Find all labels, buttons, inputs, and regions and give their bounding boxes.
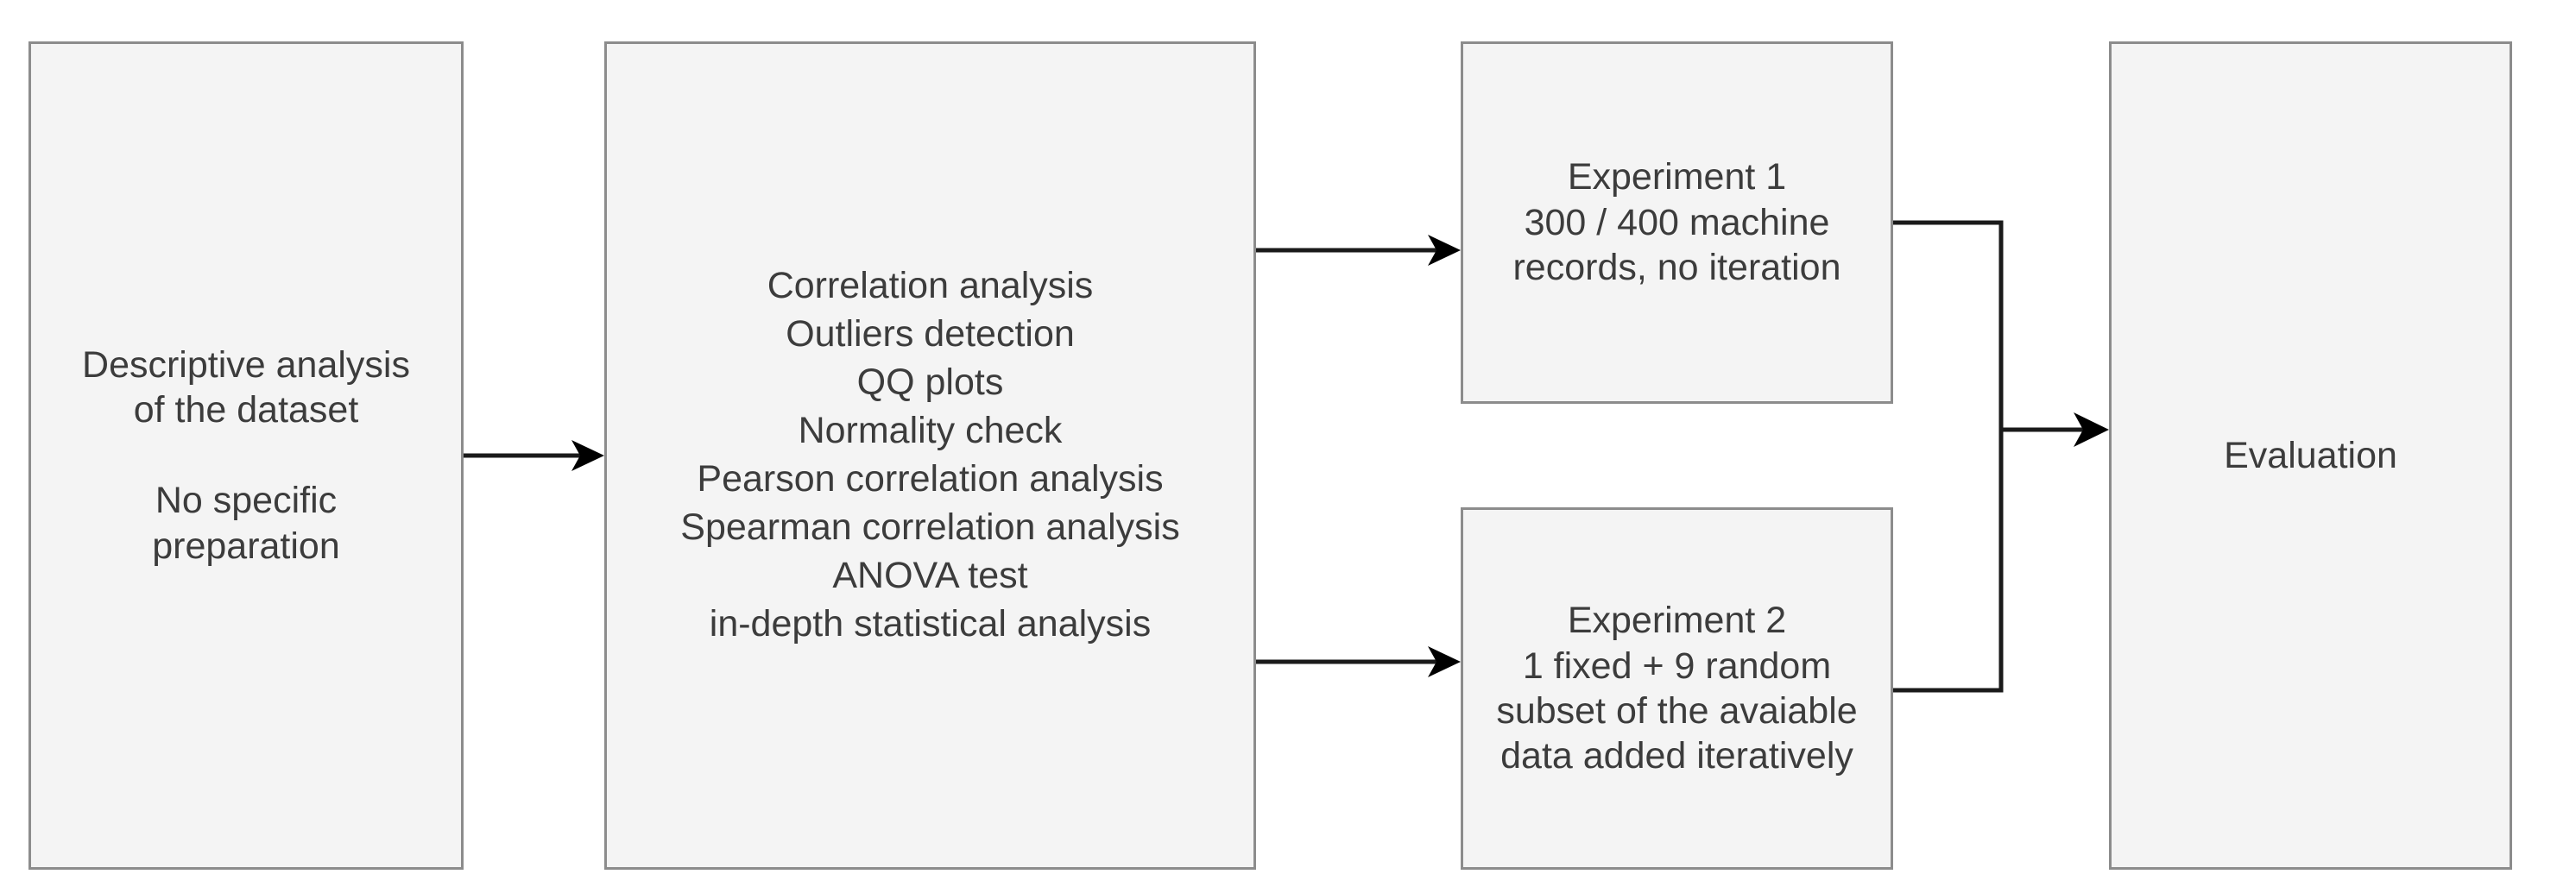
- node-descriptive-line-1: of the dataset: [133, 389, 359, 431]
- edge-experiment-1-to-merge: [1893, 220, 2004, 430]
- node-evaluation[interactable]: Evaluation: [2109, 41, 2512, 870]
- node-statistical-analysis[interactable]: Correlation analysis Outliers detection …: [604, 41, 1256, 870]
- edge-analysis-to-experiment-2: [1256, 646, 1461, 677]
- node-analysis-paragraph-0: Correlation analysis Outliers detection …: [607, 262, 1253, 648]
- node-experiment-2-paragraph-0: Experiment 2 1 fixed + 9 random subset o…: [1463, 598, 1891, 779]
- node-experiment-2-line-2: subset of the avaiable: [1496, 690, 1858, 732]
- edge-analysis-to-experiment-1: [1256, 235, 1461, 266]
- node-experiment-1-line-1: 300 / 400 machine: [1524, 201, 1830, 243]
- node-descriptive-line-3: preparation: [152, 525, 340, 567]
- node-analysis-line-2: QQ plots: [856, 362, 1004, 404]
- node-analysis-line-0: Correlation analysis: [767, 265, 1094, 307]
- node-descriptive-paragraph-0: Descriptive analysis of the dataset: [31, 343, 461, 433]
- node-descriptive-line-0: Descriptive analysis: [82, 343, 410, 386]
- node-experiment-1[interactable]: Experiment 1 300 / 400 machine records, …: [1461, 41, 1893, 404]
- node-analysis-line-1: Outliers detection: [786, 313, 1075, 355]
- node-experiment-2-line-3: data added iteratively: [1500, 735, 1853, 777]
- edge-descriptive-to-analysis: [464, 440, 604, 471]
- node-analysis-line-6: ANOVA test: [832, 554, 1028, 596]
- node-experiment-1-line-2: records, no iteration: [1512, 247, 1841, 289]
- node-analysis-line-7: in-depth statistical analysis: [709, 602, 1152, 645]
- node-experiment-1-paragraph-0: Experiment 1 300 / 400 machine records, …: [1463, 154, 1891, 290]
- node-descriptive-paragraph-1: No specific preparation: [31, 478, 461, 569]
- node-analysis-line-4: Pearson correlation analysis: [697, 458, 1164, 500]
- node-analysis-line-5: Spearman correlation analysis: [680, 506, 1180, 548]
- edge-experiment-2-to-merge: [1893, 430, 2004, 693]
- node-experiment-1-line-0: Experiment 1: [1567, 156, 1787, 198]
- node-experiment-2-line-0: Experiment 2: [1567, 600, 1787, 642]
- node-descriptive-analysis[interactable]: Descriptive analysis of the dataset No s…: [28, 41, 464, 870]
- edge-merge-to-evaluation: [2001, 412, 2109, 447]
- node-experiment-2[interactable]: Experiment 2 1 fixed + 9 random subset o…: [1461, 507, 1893, 870]
- node-analysis-line-3: Normality check: [798, 410, 1063, 452]
- node-experiment-2-line-1: 1 fixed + 9 random: [1522, 645, 1832, 687]
- node-evaluation-paragraph-0: Evaluation: [2112, 433, 2510, 478]
- node-evaluation-line-0: Evaluation: [2224, 434, 2397, 476]
- node-descriptive-line-2: No specific: [155, 480, 338, 522]
